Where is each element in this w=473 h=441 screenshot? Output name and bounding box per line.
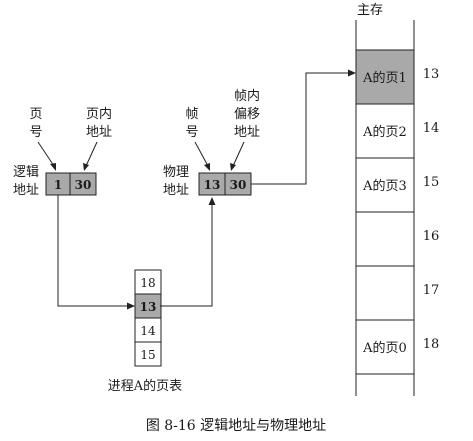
connector-logical-to-pagetable-head [127, 302, 135, 310]
connector-pagetable-to-physical-head [208, 197, 216, 205]
frame-number-pointer-head [204, 163, 210, 171]
memory-frame-number: 15 [423, 175, 440, 190]
physical-frame-value: 13 [204, 178, 221, 192]
frame-offset-annot-line3: 地址 [234, 125, 260, 140]
logical-label-line1: 逻辑 [13, 165, 39, 180]
physical-label-line1: 物理 [163, 165, 189, 180]
page-number-annot-line1: 页 [29, 107, 42, 122]
memory-frame-number: 16 [423, 229, 440, 244]
memory-frame [355, 103, 415, 159]
frame-offset-annot-line1: 帧内 [234, 88, 260, 104]
page-number-pointer [37, 141, 55, 167]
memory-frame [355, 49, 415, 105]
page-number-annot-line2: 号 [29, 125, 42, 140]
page-table: 18 13 14 15 [134, 269, 162, 367]
memory-title: 主存 [357, 3, 383, 18]
page-offset-pointer-head [83, 163, 89, 171]
page-table-entry [134, 341, 162, 367]
physical-offset-value: 30 [230, 178, 247, 192]
frame-offset-pointer-head [230, 163, 236, 171]
memory-frame-number: 13 [423, 67, 440, 82]
figure-caption: 图 8-16 逻辑地址与物理地址 [146, 418, 326, 434]
page-table-entry-value: 18 [140, 276, 155, 290]
frame-number-pointer [194, 141, 209, 167]
page-number-pointer-head [50, 163, 56, 171]
page-offset-annot-line2: 地址 [86, 125, 112, 140]
memory-frame-label: A的页1 [362, 70, 407, 86]
physical-address: 物理 地址 13 30 帧 号 帧内 偏移 地址 [163, 88, 260, 198]
logical-offset-value: 30 [75, 178, 92, 192]
logical-label-line2: 地址 [13, 183, 39, 198]
memory-frame [355, 265, 415, 321]
logical-offset-cell [69, 172, 97, 196]
frame-offset-annot-line2: 偏移 [234, 107, 260, 122]
page-offset-annot-line1: 页内 [86, 106, 112, 122]
physical-label-line2: 地址 [163, 183, 189, 198]
logical-address: 逻辑 地址 1 30 页 号 页内 地址 [13, 106, 112, 198]
page-table-entry-value: 13 [140, 300, 157, 314]
page-table-caption: 进程A的页表 [108, 378, 182, 394]
page-table-entry-value: 15 [140, 348, 155, 362]
connector-physical-to-memory [251, 72, 350, 185]
memory-frame [355, 319, 415, 375]
frame-number-annot-line1: 帧 [185, 107, 198, 122]
memory-frame-number: 14 [423, 121, 440, 136]
memory-frame [355, 211, 415, 267]
frame-number-annot-line2: 号 [185, 125, 198, 140]
connector-logical-to-pagetable [57, 195, 130, 307]
memory-frame-label: A的页2 [362, 124, 407, 140]
frame-offset-pointer [232, 141, 245, 167]
logical-page-value: 1 [54, 178, 62, 192]
memory-frame-label: A的页3 [362, 178, 407, 194]
memory-frame-number: 17 [423, 283, 440, 298]
connector-physical-to-memory-head [348, 69, 356, 77]
memory-frame [355, 157, 415, 213]
page-offset-pointer [85, 141, 98, 167]
connector-pagetable-to-physical [160, 202, 213, 307]
memory-frame-number: 18 [423, 337, 440, 352]
memory-frame-label: A的页0 [362, 340, 407, 356]
page-table-entry-value: 14 [140, 324, 156, 338]
